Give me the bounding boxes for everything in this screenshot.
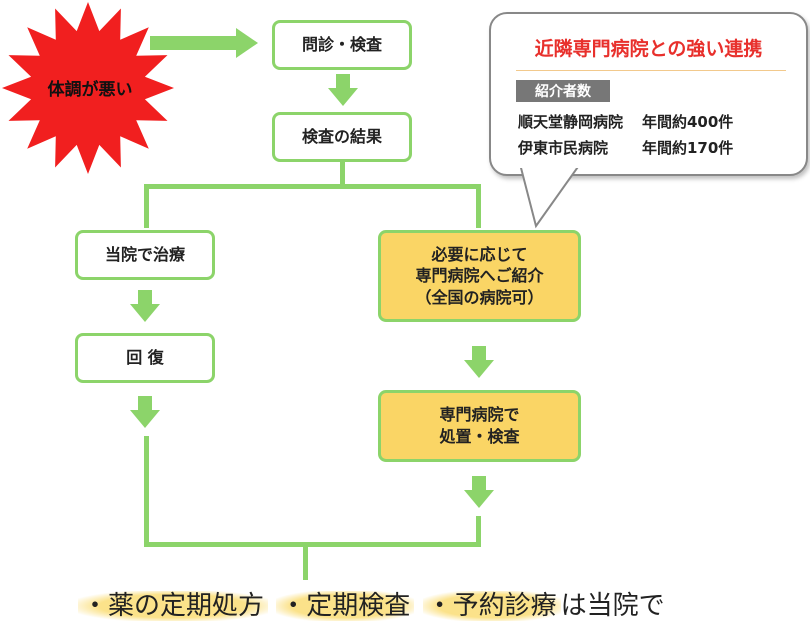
merge-horizontal (144, 542, 481, 547)
node-referral-line3: （全国の病院可） (415, 287, 544, 307)
arrow-down-recovery (130, 396, 160, 428)
footer-item-checkup: ・定期検査 (276, 591, 415, 621)
node-result: 検査の結果 (272, 112, 412, 162)
branch-right-drop (476, 184, 481, 228)
callout-divider (516, 70, 786, 71)
footer-suffix: は当院で (560, 591, 665, 621)
callout-hospital: 順天堂静岡病院 (518, 113, 624, 131)
node-consult: 問診・検査 (272, 20, 412, 70)
footer-line: ・薬の定期処方 ・定期検査 ・予約診療は当院で (78, 585, 665, 622)
branch-left-drop (144, 184, 149, 228)
callout-hospital: 伊東市民病院 (518, 139, 609, 157)
callout-row: 順天堂静岡病院年間約400件 (518, 111, 733, 132)
burst-shape (2, 2, 174, 174)
callout-badge: 紹介者数 (516, 80, 610, 102)
arrow-shaft-burst (150, 36, 240, 50)
callout-count: 年間約400件 (642, 113, 734, 131)
arrow-down-referral (464, 346, 494, 378)
arrow-down-specialist (464, 476, 494, 508)
callout-title: 近隣専門病院との強い連携 (534, 38, 763, 60)
footer-item-prescription: ・薬の定期処方 (78, 591, 269, 621)
node-treat-here-label: 当院で治療 (104, 245, 185, 265)
arrow-head-burst (236, 28, 258, 58)
merge-right-rise (476, 516, 481, 546)
branch-stem (340, 162, 345, 188)
callout-box: 近隣専門病院との強い連携 紹介者数 順天堂静岡病院年間約400件 伊東市民病院 年… (489, 12, 808, 176)
callout-tail (518, 164, 584, 229)
merge-left-rise (144, 436, 149, 546)
callout-count: 年間約170件 (642, 139, 734, 157)
arrow-down-consult (328, 74, 358, 106)
merge-stem (303, 542, 308, 580)
node-recovery: 回 復 (75, 333, 215, 383)
node-treat-here: 当院で治療 (75, 230, 215, 280)
node-referral-line1: 必要に応じて (431, 244, 528, 264)
node-referral-line2: 専門病院へご紹介 (415, 266, 544, 286)
node-specialist-line1: 専門病院で (439, 405, 520, 425)
node-referral: 必要に応じて 専門病院へご紹介 （全国の病院可） (378, 230, 581, 322)
callout-row: 伊東市民病院 年間約170件 (518, 137, 733, 158)
node-specialist-line2: 処置・検査 (439, 427, 520, 446)
arrow-down-treat (130, 290, 160, 322)
node-recovery-label: 回 復 (126, 348, 164, 368)
burst-label: 体調が悪い (47, 80, 133, 100)
branch-horizontal (144, 184, 480, 189)
footer-item-appointment: ・予約診療 (422, 591, 561, 621)
node-consult-label: 問診・検査 (301, 35, 382, 55)
node-specialist: 専門病院で 処置・検査 (378, 390, 581, 462)
node-result-label: 検査の結果 (301, 127, 382, 147)
